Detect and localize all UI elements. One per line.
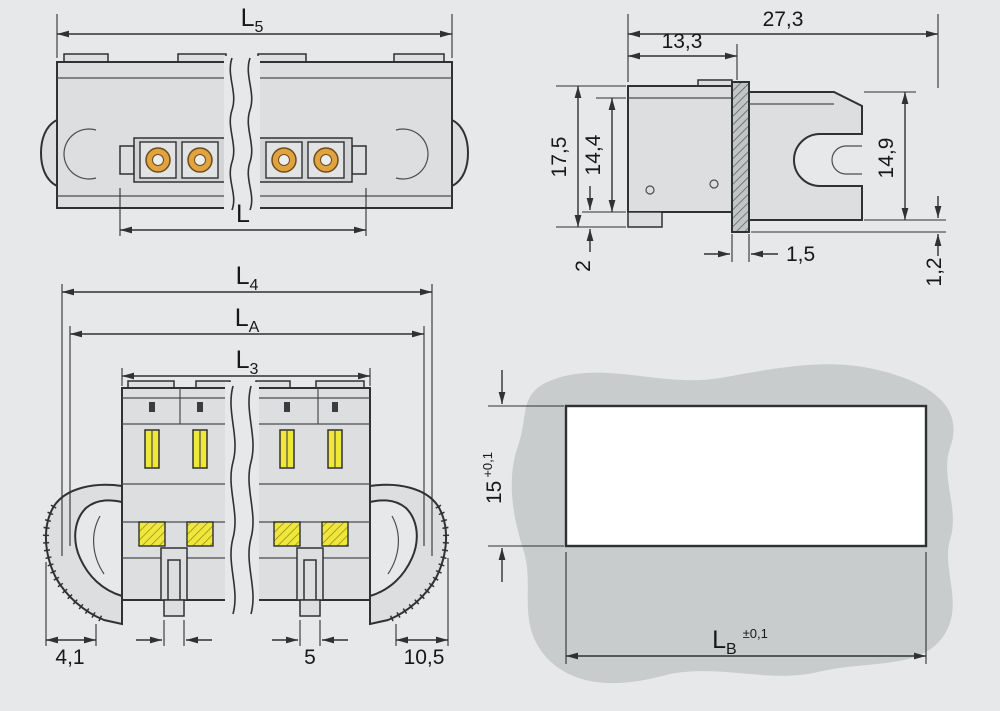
housing-inner-lines	[57, 77, 452, 197]
extension-lines	[556, 85, 626, 228]
housing-tab	[257, 53, 307, 63]
pin-hole	[645, 185, 655, 195]
bottom-step	[627, 211, 663, 228]
dim-label-15: 15+0,1	[480, 452, 506, 504]
lever-detail-right	[387, 515, 399, 575]
dim-label-1-5: 1,5	[786, 243, 815, 266]
locking-lever-left	[44, 483, 123, 626]
left-hook-arc	[63, 128, 97, 180]
right-end-pocket	[351, 145, 367, 175]
side-housing	[627, 85, 733, 213]
dim-label-17-5: 17,5	[548, 137, 571, 178]
contact-pin-core	[278, 154, 290, 166]
latch-hook-detail	[831, 145, 862, 175]
mounting-peg-right-inner	[303, 559, 317, 601]
front-view: L4 LA L3 4,1 5 10,5	[42, 262, 450, 669]
break-line	[248, 385, 254, 615]
extension-lines	[299, 620, 321, 646]
extension-lines	[731, 234, 750, 262]
contact-pin-core	[152, 154, 164, 166]
dim-label-2: 2	[572, 260, 595, 272]
cutout-view: 15+0,1 LB±0,1	[480, 364, 954, 684]
extension-lines	[627, 14, 939, 88]
housing-tab	[63, 53, 109, 63]
hatched-insert	[138, 521, 166, 547]
side-view: 27,3 13,3 17,5 14,4 2 14,9 1,5 1,2	[548, 8, 946, 287]
dim-label-27-3: 27,3	[763, 8, 804, 31]
dim-label-L4: L4	[236, 262, 259, 294]
housing-left-half	[56, 61, 235, 209]
lever-serration-left	[42, 504, 106, 623]
mounting-peg-left-inner	[167, 559, 181, 601]
dim-label-1-2: 1,2	[923, 257, 946, 286]
extension-lines	[163, 620, 185, 646]
hatched-insert	[273, 521, 301, 547]
keying-mark	[197, 402, 203, 412]
break-line	[229, 57, 235, 211]
right-hook-arc	[395, 128, 429, 180]
keying-mark	[284, 402, 290, 412]
housing-tab	[195, 380, 231, 389]
locking-lever-right	[369, 483, 448, 626]
break-gap	[224, 56, 260, 212]
lever-serration-right	[386, 504, 450, 623]
dim-label-L3: L3	[236, 346, 259, 378]
front-housing	[748, 91, 863, 221]
housing-tab	[315, 380, 365, 389]
slot-center-lines	[151, 430, 336, 468]
right-latch-bump	[451, 118, 470, 188]
housing-tab	[393, 53, 445, 63]
extension-lines	[69, 326, 425, 546]
peg-foot-right	[299, 599, 321, 617]
contact-pin-core	[194, 154, 206, 166]
break-gap	[225, 382, 259, 618]
extension-lines	[488, 405, 564, 547]
housing-right-half	[249, 61, 453, 209]
hatched-insert	[186, 521, 214, 547]
top-view: L5 L	[39, 4, 470, 236]
left-latch-bump	[39, 118, 58, 188]
pin-hole	[709, 179, 719, 189]
contact-pin-core	[320, 154, 332, 166]
peg-foot-left	[163, 599, 185, 617]
keying-mark	[332, 402, 338, 412]
housing-tab	[177, 53, 227, 63]
keying-mark	[149, 402, 155, 412]
extension-lines	[45, 562, 97, 646]
dim-label-10-5: 10,5	[404, 646, 445, 669]
left-end-pocket	[119, 145, 135, 175]
extension-lines	[565, 552, 927, 664]
dim-label-4-1: 4,1	[55, 646, 84, 669]
dim-label-LA: LA	[235, 304, 260, 336]
dim-label-14-9: 14,9	[875, 138, 898, 179]
dim-label-13-3: 13,3	[662, 30, 703, 53]
contact-pins	[145, 147, 339, 173]
flange-hatched	[731, 81, 750, 233]
dim-label-L: L	[236, 200, 250, 228]
dim-label-LB: LB±0,1	[712, 626, 768, 658]
extension-lines	[61, 284, 433, 556]
dim-label-14-4: 14,4	[582, 134, 605, 175]
contact-slots	[144, 429, 343, 469]
housing-tab	[255, 380, 291, 389]
housing-tab	[127, 380, 175, 389]
hatched-insert	[321, 521, 349, 547]
dim-label-5: 5	[304, 646, 316, 669]
dim-label-L5: L5	[241, 4, 264, 36]
break-line	[230, 385, 236, 615]
panel-cutout-rect	[564, 404, 928, 548]
break-line	[247, 57, 253, 211]
lever-detail-left	[93, 515, 105, 575]
